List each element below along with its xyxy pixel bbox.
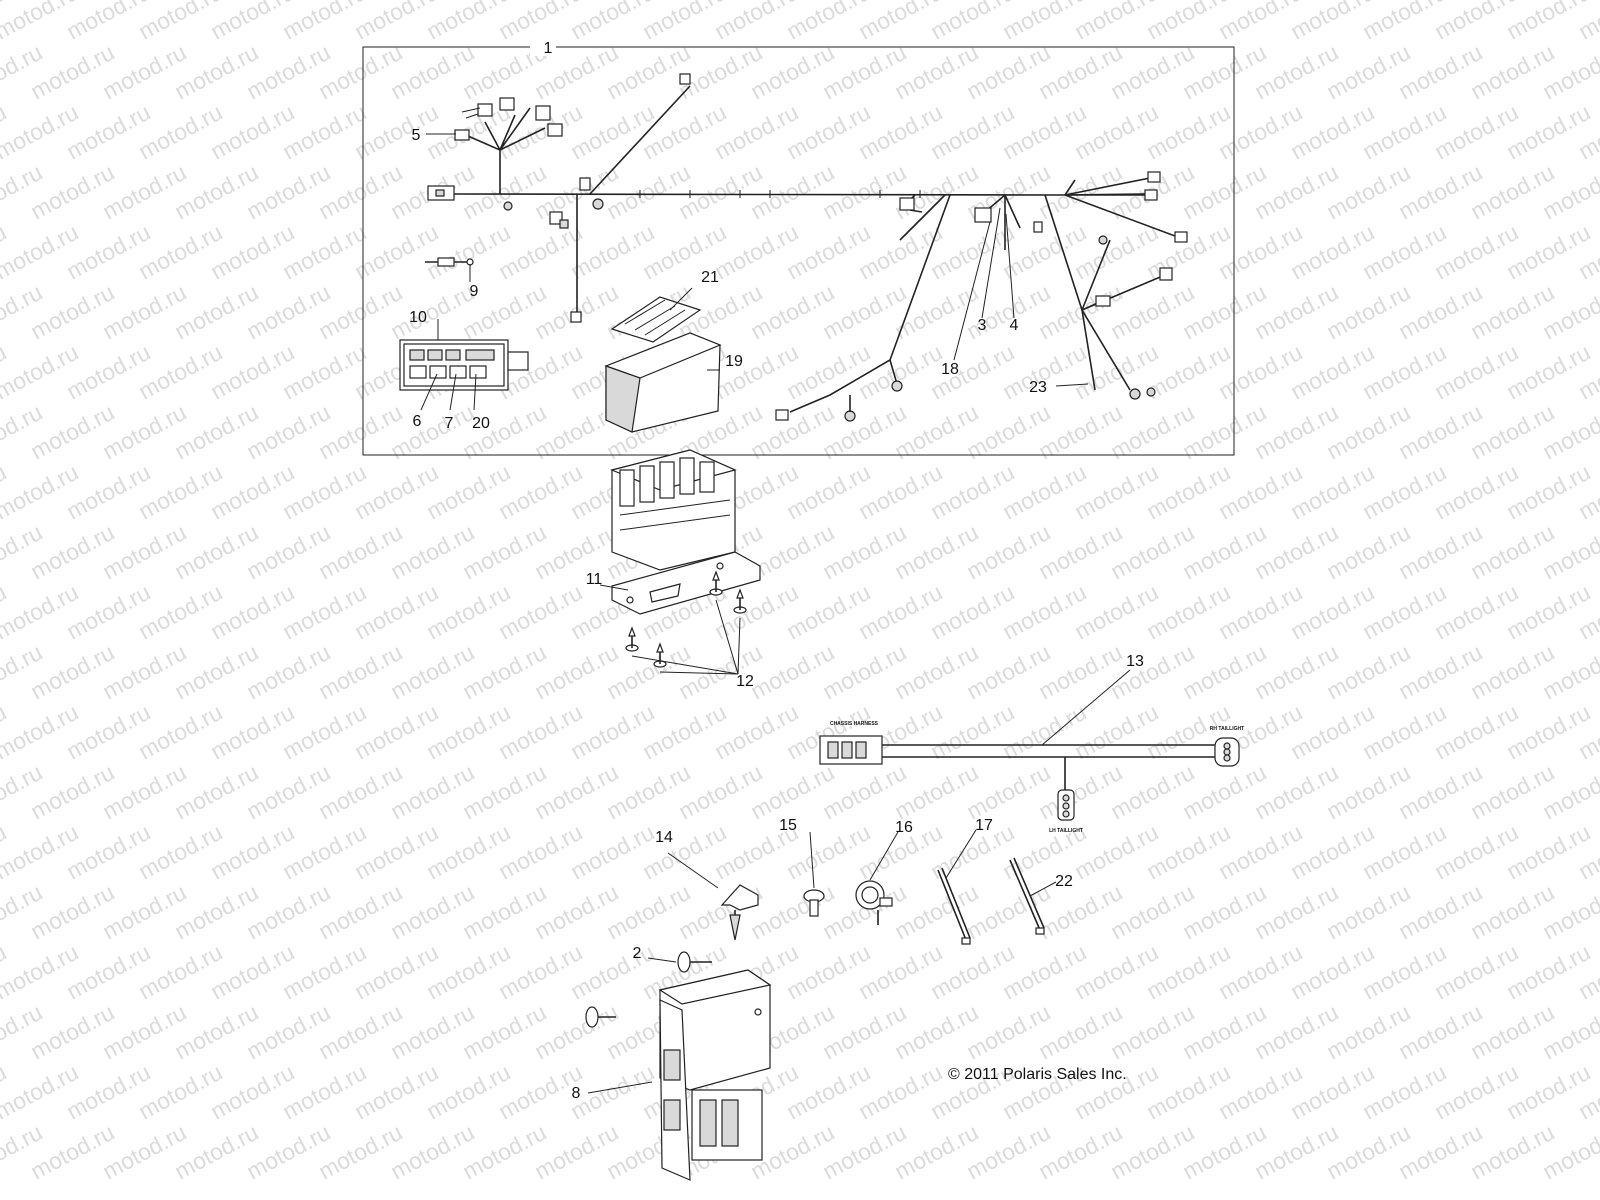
lh-taillight-label: LH TAILLIGHT <box>1049 828 1083 834</box>
cable-tie-17-part <box>937 867 971 945</box>
mounting-bracket-part <box>611 551 761 615</box>
chassis-harness-label: CHASSIS HARNESS <box>830 721 879 727</box>
copyright-notice: © 2011 Polaris Sales Inc. <box>948 1066 1127 1083</box>
callout-7: 7 <box>445 415 454 432</box>
rh-taillight-label: RH TAILLIGHT <box>1210 726 1244 732</box>
callout-19: 19 <box>725 353 743 370</box>
callout-6: 6 <box>413 413 422 430</box>
hose-clamp-part <box>855 880 893 925</box>
callout-12: 12 <box>736 673 754 690</box>
callout-21: 21 <box>701 269 719 286</box>
callout-17: 17 <box>975 817 993 834</box>
callout-23: 23 <box>1029 379 1047 396</box>
frame-label-bg <box>530 38 556 56</box>
callout-10: 10 <box>409 309 427 326</box>
push-clip-part <box>803 889 825 917</box>
callout-3: 3 <box>978 317 987 334</box>
push-rivet-part <box>585 951 712 1028</box>
callout-20: 20 <box>472 415 490 432</box>
callout-22: 22 <box>1055 873 1073 890</box>
callout-16: 16 <box>895 819 913 836</box>
callout-9: 9 <box>470 283 479 300</box>
callout-2: 2 <box>633 945 642 962</box>
fuse-box-cover-part <box>604 332 722 433</box>
main-harness-frame <box>362 46 1235 456</box>
callout-1: 1 <box>544 40 553 57</box>
fuse-relay-center-part <box>610 449 737 571</box>
fuse-link-part <box>425 257 474 267</box>
callout-5: 5 <box>412 127 421 144</box>
callout-14: 14 <box>655 829 673 846</box>
fuse-decal-part <box>610 296 702 343</box>
leader-lines <box>420 133 1131 1094</box>
harness-clip-part <box>720 884 759 941</box>
callout-13: 13 <box>1126 653 1144 670</box>
main-wire-harness <box>427 73 1188 422</box>
cable-tie-22-part <box>1009 857 1045 935</box>
fuse-box-part <box>399 339 529 391</box>
callout-8: 8 <box>572 1085 581 1102</box>
taillight-harness-part: CHASSIS HARNESS RH TAILLIGHT LH TAILLIGH… <box>819 721 1244 834</box>
screws-part <box>625 570 747 668</box>
callout-4: 4 <box>1010 317 1019 334</box>
ecu-module-part <box>658 969 772 1181</box>
callout-15: 15 <box>779 817 797 834</box>
callout-18: 18 <box>941 361 959 378</box>
callout-11: 11 <box>586 571 603 588</box>
